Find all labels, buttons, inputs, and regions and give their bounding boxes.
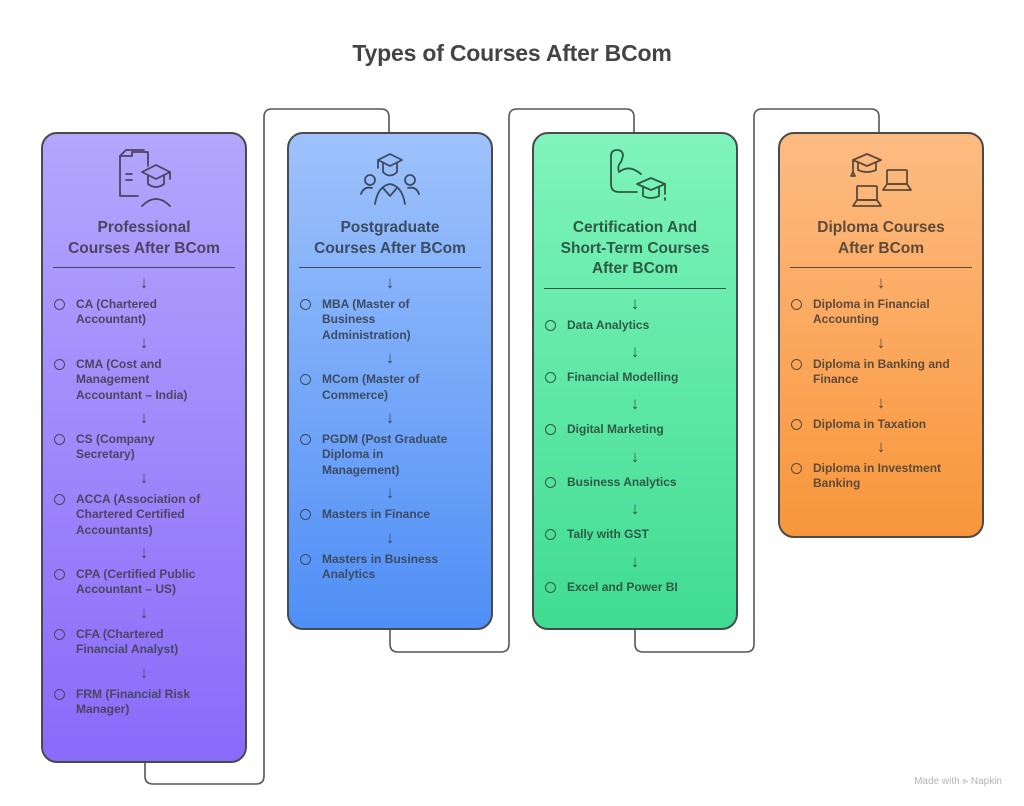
down-arrow-icon: ↓ bbox=[876, 273, 886, 292]
bullet-circle-icon bbox=[300, 509, 311, 521]
bullet-circle-icon bbox=[545, 424, 556, 436]
list-item: CMA (Cost and Management Accountant – In… bbox=[53, 357, 235, 403]
down-arrow-icon: ↓ bbox=[630, 394, 640, 414]
list-item: MCom (Master of Commerce) bbox=[299, 372, 481, 403]
down-arrow-icon: ↓ bbox=[385, 483, 395, 503]
bullet-circle-icon bbox=[300, 434, 311, 446]
bullet-circle-icon bbox=[54, 688, 65, 700]
list-item: ACCA (Association of Chartered Certified… bbox=[53, 492, 235, 538]
down-arrow-icon: ↓ bbox=[139, 467, 149, 487]
down-arrow-icon: ↓ bbox=[385, 348, 395, 368]
bullet-circle-icon bbox=[545, 476, 556, 488]
arm-graduation-cap-icon bbox=[610, 149, 666, 201]
down-arrow-icon: ↓ bbox=[139, 602, 149, 622]
bullet-circle-icon bbox=[545, 371, 556, 383]
card-certification-courses: Certification And Short-Term Courses Aft… bbox=[532, 132, 738, 630]
bullet-circle-icon bbox=[300, 374, 311, 386]
down-arrow-icon: ↓ bbox=[139, 408, 149, 428]
connector-3-to-4 bbox=[634, 108, 880, 653]
napkin-logo-icon: ⪢ bbox=[962, 776, 969, 787]
list-item: Diploma in Banking and Finance bbox=[790, 357, 972, 388]
list-item: Digital Marketing bbox=[544, 422, 726, 437]
down-arrow-icon: ↓ bbox=[385, 273, 395, 292]
bullet-circle-icon bbox=[300, 553, 311, 565]
down-arrow-icon: ↓ bbox=[139, 543, 149, 563]
card-title: Diploma Courses After BCom bbox=[790, 218, 972, 268]
down-arrow-icon: ↓ bbox=[630, 293, 640, 313]
list-item: Diploma in Financial Accounting bbox=[790, 297, 972, 328]
card-title: Certification And Short-Term Courses Aft… bbox=[544, 218, 726, 289]
graduation-cap-laptops-icon bbox=[850, 153, 912, 207]
bullet-circle-icon bbox=[791, 358, 802, 370]
card-postgraduate-courses: Postgraduate Courses After BCom ↓ MBA (M… bbox=[287, 132, 493, 630]
bullet-circle-icon bbox=[54, 493, 65, 505]
bullet-circle-icon bbox=[54, 628, 65, 640]
bullet-circle-icon bbox=[791, 418, 802, 430]
list-item: Tally with GST bbox=[544, 527, 726, 542]
down-arrow-icon: ↓ bbox=[630, 341, 640, 361]
bullet-circle-icon bbox=[791, 463, 802, 475]
down-arrow-icon: ↓ bbox=[876, 332, 886, 352]
bullet-circle-icon bbox=[54, 434, 65, 446]
list-item: Diploma in Investment Banking bbox=[790, 461, 972, 492]
graduate-group-icon bbox=[360, 153, 420, 205]
bullet-circle-icon bbox=[545, 529, 556, 541]
bullet-circle-icon bbox=[545, 581, 556, 593]
page-title: Types of Courses After BCom bbox=[352, 40, 672, 66]
list-item: Excel and Power BI bbox=[544, 580, 726, 595]
list-item: FRM (Financial Risk Manager) bbox=[53, 687, 235, 718]
down-arrow-icon: ↓ bbox=[876, 392, 886, 412]
list-item: Masters in Business Analytics bbox=[299, 552, 481, 583]
down-arrow-icon: ↓ bbox=[139, 332, 149, 352]
list-item: CFA (Chartered Financial Analyst) bbox=[53, 627, 235, 658]
bullet-circle-icon bbox=[54, 358, 65, 370]
down-arrow-icon: ↓ bbox=[876, 437, 886, 457]
connector-1-to-2 bbox=[144, 108, 390, 785]
down-arrow-icon: ↓ bbox=[630, 551, 640, 571]
card-title: Postgraduate Courses After BCom bbox=[299, 218, 481, 268]
list-item: MBA (Master of Business Administration) bbox=[299, 297, 481, 343]
list-item: CS (Company Secretary) bbox=[53, 432, 235, 463]
list-item: Financial Modelling bbox=[544, 370, 726, 385]
list-item: Diploma in Taxation bbox=[790, 417, 972, 432]
list-item: PGDM (Post Graduate Diploma in Managemen… bbox=[299, 432, 481, 478]
list-item: Business Analytics bbox=[544, 475, 726, 490]
bullet-circle-icon bbox=[545, 319, 556, 331]
made-with-napkin-credit: Made with ⪢ Napkin bbox=[914, 776, 1002, 787]
down-arrow-icon: ↓ bbox=[630, 499, 640, 519]
connector-2-to-3 bbox=[389, 108, 635, 653]
down-arrow-icon: ↓ bbox=[139, 662, 149, 682]
card-diploma-courses: Diploma Courses After BCom ↓ Diploma in … bbox=[778, 132, 984, 538]
down-arrow-icon: ↓ bbox=[630, 446, 640, 466]
list-item: Masters in Finance bbox=[299, 507, 481, 522]
bullet-circle-icon bbox=[54, 569, 65, 581]
down-arrow-icon: ↓ bbox=[385, 408, 395, 428]
bullet-circle-icon bbox=[54, 299, 65, 310]
list-item: Data Analytics bbox=[544, 318, 726, 333]
down-arrow-icon: ↓ bbox=[385, 527, 395, 547]
bullet-circle-icon bbox=[791, 299, 802, 310]
card-title: Professional Courses After BCom bbox=[53, 218, 235, 268]
down-arrow-icon: ↓ bbox=[139, 273, 149, 292]
bullet-circle-icon bbox=[300, 299, 311, 310]
document-graduate-icon bbox=[119, 149, 171, 207]
card-professional-courses: Professional Courses After BCom ↓ CA (Ch… bbox=[41, 132, 247, 763]
list-item: CPA (Certified Public Accountant – US) bbox=[53, 567, 235, 598]
list-item: CA (Chartered Accountant) bbox=[53, 297, 235, 328]
